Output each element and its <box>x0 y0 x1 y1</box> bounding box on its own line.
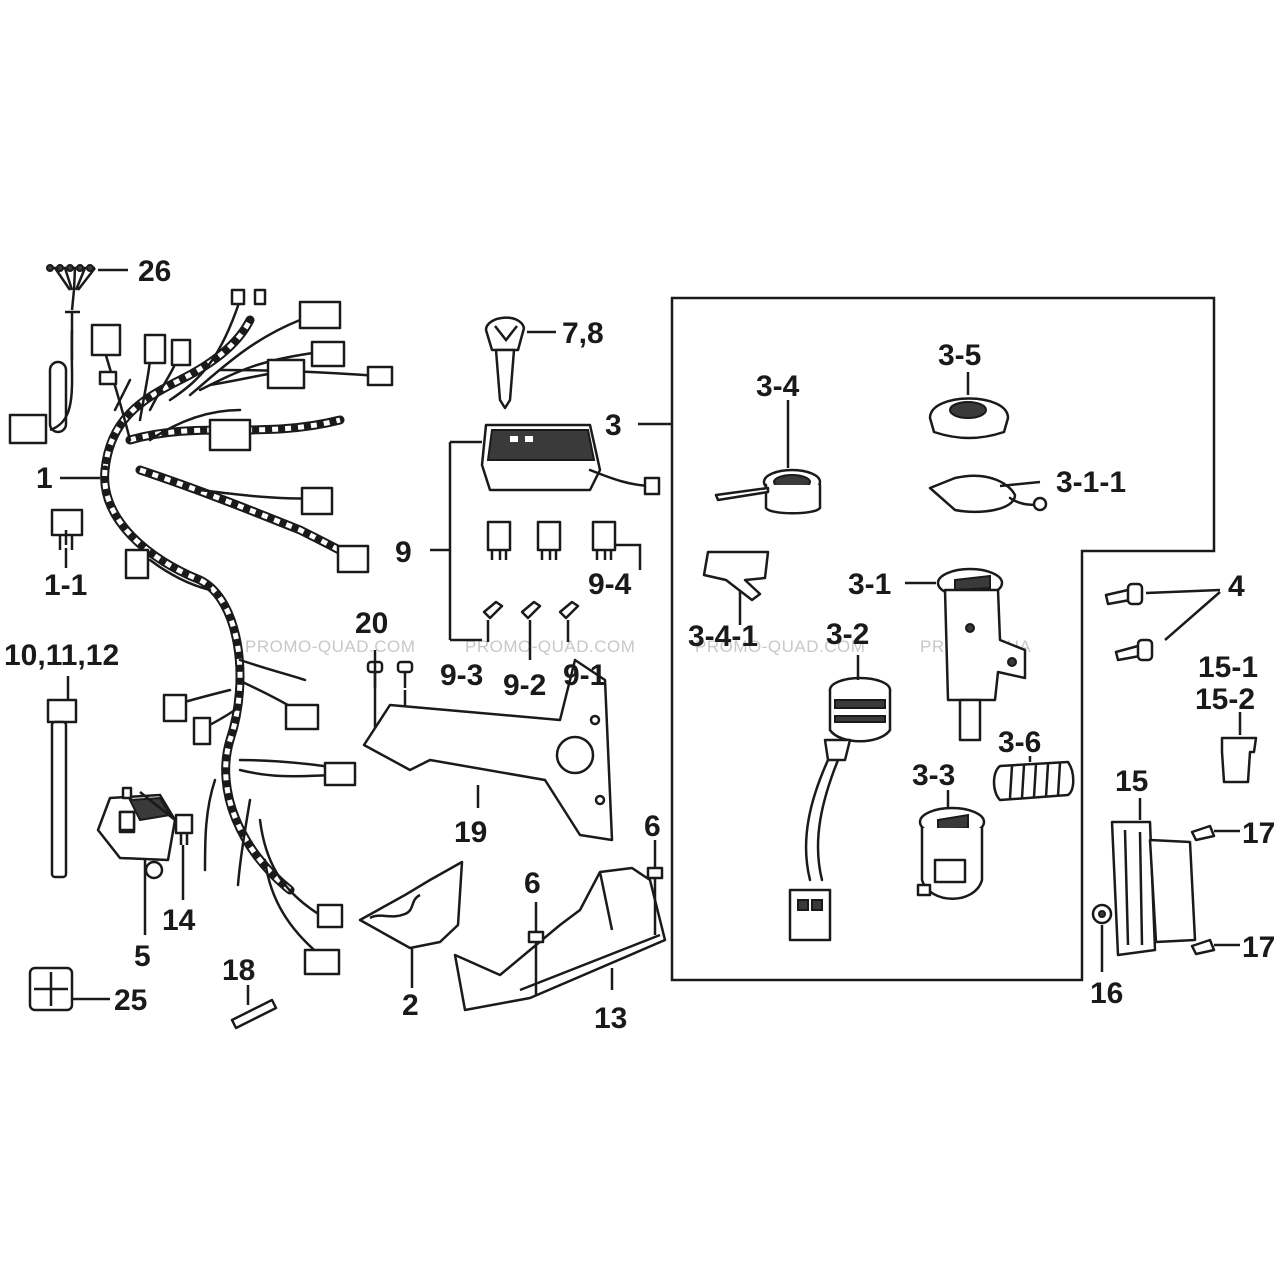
part-3-3-lock <box>916 790 986 900</box>
label-6-right: 6 <box>644 810 661 843</box>
label-3-4: 3-4 <box>756 370 800 403</box>
label-17-top: 17 <box>1242 817 1275 850</box>
label-9-3: 9-3 <box>440 659 483 692</box>
label-3-2: 3-2 <box>826 618 869 651</box>
label-3-3: 3-3 <box>912 759 955 792</box>
part-18-fuse <box>230 985 278 1030</box>
part-3-4-1-clip <box>702 550 770 625</box>
part-15-switch-panel <box>1110 798 1197 957</box>
label-15: 15 <box>1115 765 1148 798</box>
part-3-2-switch <box>788 655 892 942</box>
label-5: 5 <box>134 940 151 973</box>
part-4-screws <box>1104 582 1221 662</box>
label-3-6: 3-6 <box>998 726 1041 759</box>
label-16: 16 <box>1090 977 1123 1010</box>
label-3-1: 3-1 <box>848 568 891 601</box>
part-3-1-lock <box>905 567 1027 742</box>
label-3-4-1: 3-4-1 <box>688 620 758 653</box>
label-4: 4 <box>1228 570 1245 603</box>
part-3-1-1-gasket <box>928 474 1048 514</box>
part-16-nut <box>1091 903 1113 972</box>
callout-labels: 26 1 1-1 10,11,12 5 14 25 18 2 7,8 9 9-4… <box>4 255 1275 1035</box>
part-2-bracket <box>358 860 464 988</box>
part-19-bracket <box>362 658 614 842</box>
part-17-screws <box>1190 824 1224 956</box>
label-3-1-1: 3-1-1 <box>1056 466 1126 499</box>
label-15-1: 15-1 <box>1198 651 1258 684</box>
part-14-bolts <box>118 786 194 900</box>
part-25-connector <box>28 966 110 1012</box>
part-20-bolts <box>366 650 414 740</box>
label-1: 1 <box>36 462 53 495</box>
label-15-2: 15-2 <box>1195 683 1255 716</box>
part-3-4-lock <box>714 400 822 515</box>
watermark-2: PROMO-QUAD.COM <box>465 637 635 656</box>
part-1-1-relay <box>50 508 84 550</box>
part-3-group-outline <box>670 296 1216 982</box>
label-10-11-12: 10,11,12 <box>4 639 119 672</box>
part-10-11-12-cable-tie <box>46 676 78 879</box>
label-20: 20 <box>355 607 388 640</box>
part-7-8-key <box>484 316 556 410</box>
label-9-4: 9-4 <box>588 568 632 601</box>
label-1-1: 1-1 <box>44 569 87 602</box>
label-25: 25 <box>114 984 147 1017</box>
label-3: 3 <box>605 409 622 442</box>
connector <box>90 323 122 357</box>
label-13: 13 <box>594 1002 627 1035</box>
part-15-1-15-2-plug <box>1220 712 1258 784</box>
part-9-fuses <box>482 600 580 660</box>
label-9: 9 <box>395 536 412 569</box>
label-17-bottom: 17 <box>1242 931 1275 964</box>
label-9-1: 9-1 <box>563 659 606 692</box>
part-13-bracket <box>453 866 667 1012</box>
part-3-6-spring <box>992 756 1075 802</box>
label-6-left: 6 <box>524 867 541 900</box>
label-9-2: 9-2 <box>503 669 546 702</box>
part-9-4-relays <box>486 520 617 560</box>
part-6-bolts <box>527 840 664 995</box>
label-19: 19 <box>454 816 487 849</box>
part-3-5-cap <box>928 372 1010 440</box>
watermark-1: PROMO-QUAD.COM <box>245 637 415 656</box>
watermark-3: PROMO-QUAD.COM <box>695 637 865 656</box>
label-18: 18 <box>222 954 255 987</box>
label-3-5: 3-5 <box>938 339 981 372</box>
part-26-sensor <box>8 264 128 445</box>
label-14: 14 <box>162 904 196 937</box>
label-26: 26 <box>138 255 171 288</box>
label-7-8: 7,8 <box>562 317 604 350</box>
wiring-harness <box>90 288 394 976</box>
label-2: 2 <box>402 989 419 1022</box>
